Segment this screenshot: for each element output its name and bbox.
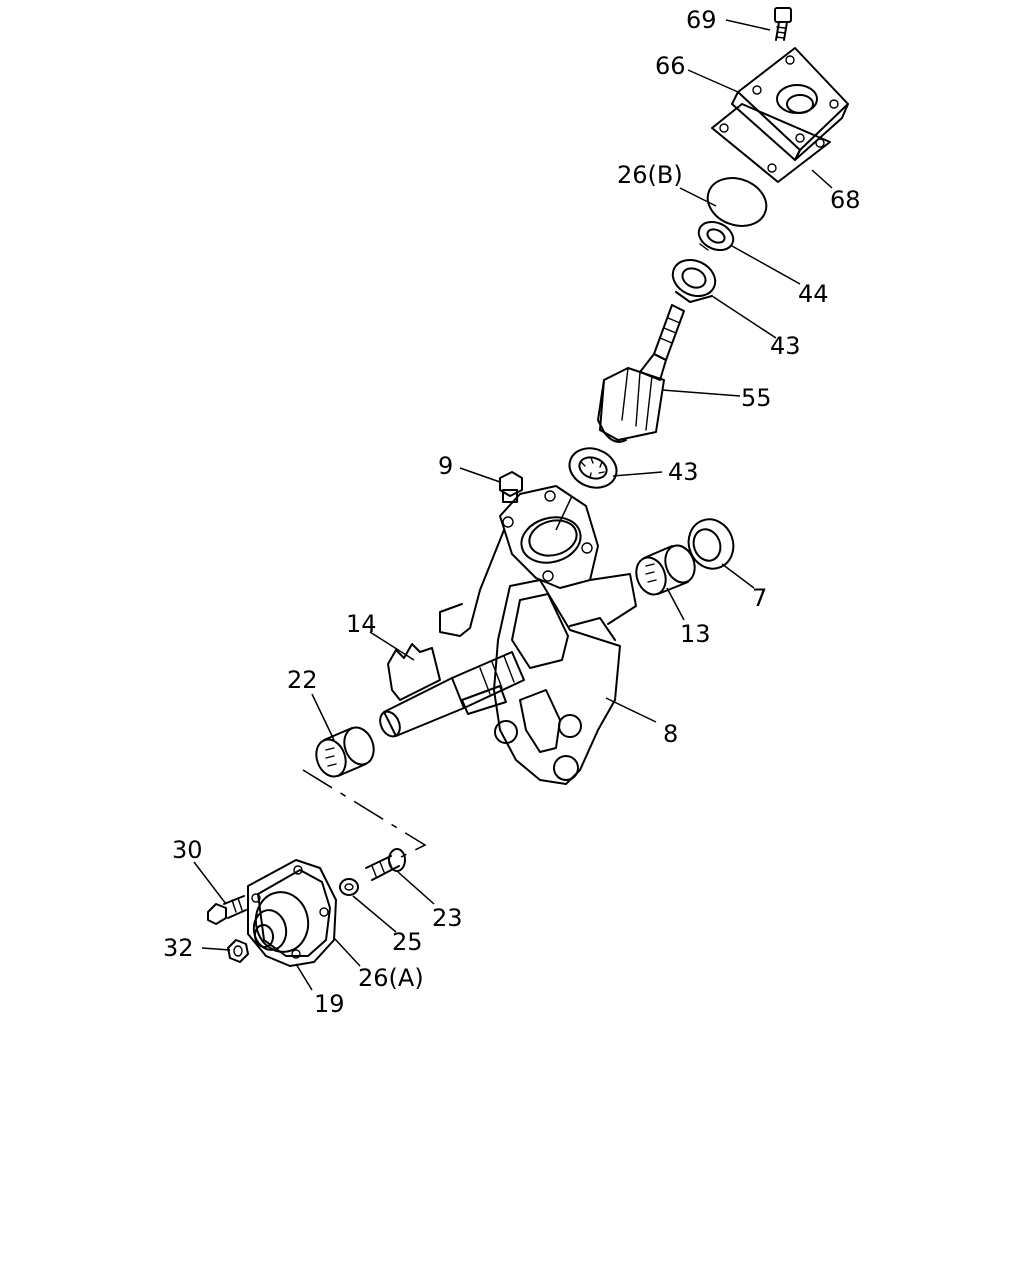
callout-25: 25 <box>392 928 423 956</box>
callout-44: 44 <box>798 280 829 308</box>
part-washer-25 <box>339 878 359 896</box>
part-needle-bearing-22 <box>315 726 375 778</box>
leader-lines <box>193 19 833 991</box>
part-seal-44 <box>697 220 735 252</box>
part-cover-plate-66 <box>731 47 849 161</box>
part-gasket-68 <box>711 103 831 183</box>
part-bolt-69 <box>774 7 792 41</box>
callout-68: 68 <box>830 186 861 214</box>
callout-32: 32 <box>163 934 194 962</box>
part-bearing-43-upper <box>671 259 717 303</box>
part-end-cover-19 <box>247 859 337 967</box>
callout-26b: 26(B) <box>617 161 683 189</box>
callout-7: 7 <box>752 584 767 612</box>
part-nut-32 <box>227 939 249 963</box>
part-bolt-30 <box>207 895 247 925</box>
callout-9: 9 <box>438 452 453 480</box>
callout-22: 22 <box>287 666 318 694</box>
part-worm-shaft-55 <box>597 304 685 443</box>
callout-23: 23 <box>432 904 463 932</box>
callout-19: 19 <box>314 990 345 1018</box>
part-needle-bearing-13 <box>635 544 696 596</box>
callout-14: 14 <box>346 610 377 638</box>
part-housing-8 <box>439 485 637 785</box>
part-plug-9 <box>499 471 523 503</box>
part-screw-23 <box>365 848 406 881</box>
part-o-ring-26b <box>706 177 768 227</box>
part-sector-shaft-14 <box>379 643 525 738</box>
callout-13: 13 <box>680 620 711 648</box>
callout-43-lower: 43 <box>668 458 699 486</box>
callout-66: 66 <box>655 52 686 80</box>
part-seal-7 <box>687 518 735 570</box>
callout-labels: 69 66 68 26(B) 44 43 55 9 43 7 13 14 22 … <box>163 6 861 1018</box>
callout-26a: 26(A) <box>358 964 424 992</box>
callout-55: 55 <box>741 384 772 412</box>
callout-69: 69 <box>686 6 717 34</box>
part-bearing-43-lower <box>568 447 618 489</box>
callout-30: 30 <box>172 836 203 864</box>
callout-8: 8 <box>663 720 678 748</box>
alignment-dash-line <box>302 769 427 861</box>
callout-43-upper: 43 <box>770 332 801 360</box>
